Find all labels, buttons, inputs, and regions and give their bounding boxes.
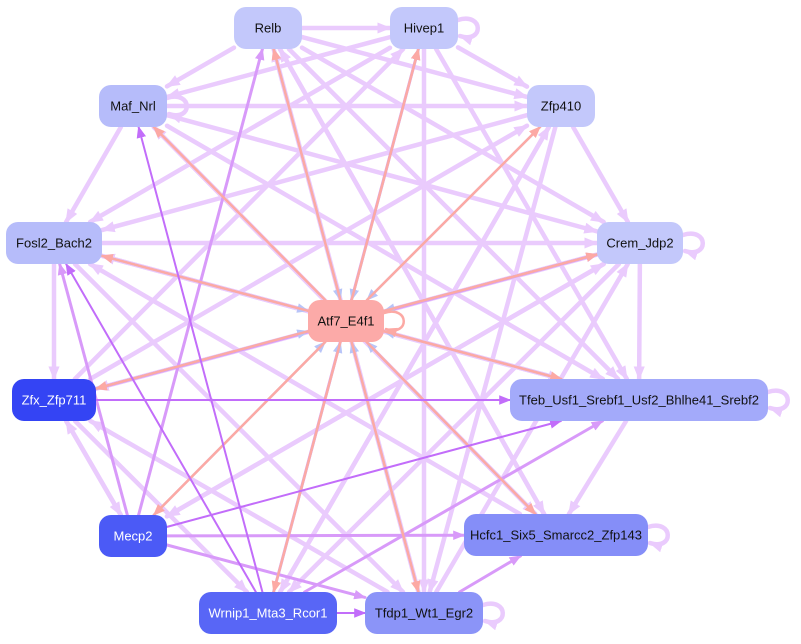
node-box[interactable] (6, 222, 102, 264)
edge-maf_nrl-to-fosl2_bach2 (63, 124, 124, 225)
node-box[interactable] (464, 514, 648, 556)
node-zfx-zfp711[interactable]: Zfx_Zfp711 (12, 379, 96, 421)
edge-atf7_e4f1-to-mecp2 (152, 340, 327, 517)
node-box[interactable] (234, 7, 302, 49)
node-mecp2[interactable]: Mecp2 (99, 515, 167, 557)
node-label: Crem_Jdp2 (606, 236, 673, 251)
node-box[interactable] (390, 7, 458, 49)
edge-zfp410-to-fosl2_bach2 (99, 112, 530, 233)
node-label: Zfx_Zfp711 (22, 393, 87, 408)
edge-atf7_e4f1-to-hcfc1 (365, 340, 537, 516)
node-atf7-e4f1[interactable]: Atf7_E4f1 (308, 300, 384, 342)
edge-crem_jdp2-to-wrnip1 (286, 261, 622, 595)
node-box[interactable] (510, 379, 768, 421)
edge-atf7_e4f1-to-fosl2_bach2 (100, 253, 310, 313)
edge-mecp2-to-crem_jdp2 (164, 261, 606, 519)
node-label: Fosl2_Bach2 (16, 236, 92, 251)
node-label: Tfdp1_Wt1_Egr2 (375, 606, 473, 621)
node-label: Maf_Nrl (110, 99, 156, 114)
node-label: Tfeb_Usf1_Srebf1_Usf2_Bhlhe41_Srebf2 (519, 393, 759, 408)
edge-atf7_e4f1-to-atf7_e4f1 (382, 310, 405, 337)
edge-atf7_e4f1-to-crem_jdp2 (382, 252, 599, 313)
node-relb[interactable]: Relb (234, 7, 302, 49)
node-box[interactable] (12, 379, 96, 421)
edge-zfx_zfp711-to-zfp410 (87, 123, 530, 382)
edge-atf7_e4f1-to-zfp410 (365, 125, 542, 302)
node-label: Hivep1 (404, 21, 444, 36)
edge-mecp2-to-tfeb (166, 419, 563, 528)
edge-hivep1-to-hivep1 (455, 16, 480, 46)
edge-wrnip1-to-tfeb (303, 419, 604, 594)
edge-mecp2-to-hcfc1 (165, 530, 466, 541)
node-wrnip1[interactable]: Wrnip1_Mta3_Rcor1 (199, 592, 337, 634)
edge-mecp2-to-tfdp1 (165, 543, 367, 600)
node-label: Hcfc1_Six5_Smarcc2_Zfp143 (470, 528, 642, 543)
node-zfp410[interactable]: Zfp410 (527, 85, 595, 127)
edge-relb-to-maf_nrl (164, 45, 237, 89)
node-fosl2-bach2[interactable]: Fosl2_Bach2 (6, 222, 102, 264)
edge-tfdp1-to-tfdp1 (480, 601, 505, 631)
edge-zfp410-to-crem_jdp2 (570, 124, 631, 225)
node-box[interactable] (527, 85, 595, 127)
edge-zfx_zfp711-to-mecp2 (63, 418, 124, 518)
node-box[interactable] (597, 222, 683, 264)
edge-atf7_e4f1-to-tfeb (382, 329, 563, 381)
node-maf-nrl[interactable]: Maf_Nrl (99, 85, 167, 127)
edge-hivep1-to-zfp410 (455, 45, 530, 89)
node-box[interactable] (308, 300, 384, 342)
node-tfeb[interactable]: Tfeb_Usf1_Srebf1_Usf2_Bhlhe41_Srebf2 (510, 379, 768, 421)
node-box[interactable] (99, 515, 167, 557)
node-box[interactable] (365, 592, 483, 634)
node-label: Relb (255, 21, 282, 36)
edge-wrnip1-to-maf_nrl (136, 125, 264, 593)
edge-tfdp1-to-hcfc1 (458, 554, 522, 594)
edge-atf7_e4f1-to-maf_nrl (152, 125, 327, 302)
edge-wrnip1-to-fosl2_bach2 (65, 262, 257, 593)
node-label: Zfp410 (541, 99, 581, 114)
edge-atf7_e4f1-to-tfdp1 (350, 340, 421, 594)
node-label: Wrnip1_Mta3_Rcor1 (209, 606, 328, 621)
edge-tfeb-to-hcfc1 (566, 418, 629, 517)
node-label: Mecp2 (113, 529, 152, 544)
edge-crem_jdp2-to-crem_jdp2 (680, 231, 705, 261)
node-label: Atf7_E4f1 (317, 314, 374, 329)
edge-atf7_e4f1-to-wrnip1 (271, 340, 342, 594)
edge-maf_nrl-to-tfeb (164, 123, 606, 382)
node-box[interactable] (99, 85, 167, 127)
node-tfdp1[interactable]: Tfdp1_Wt1_Egr2 (365, 592, 483, 634)
node-hcfc1[interactable]: Hcfc1_Six5_Smarcc2_Zfp143 (464, 514, 648, 556)
edge-hcfc1-to-hcfc1 (645, 523, 670, 553)
edge-atf7_e4f1-to-zfx_zfp711 (94, 330, 310, 391)
edge-atf7_e4f1-to-hivep1 (350, 47, 421, 302)
edge-wrnip1-to-zfp410 (277, 124, 552, 595)
edge-atf7_e4f1-to-relb (271, 47, 342, 302)
edge-hcfc1-to-fosl2_bach2 (87, 261, 523, 517)
edge-crem_jdp2-to-tfeb (633, 261, 645, 382)
node-crem-jdp2[interactable]: Crem_Jdp2 (597, 222, 683, 264)
edge-tfeb-to-tfeb (765, 388, 790, 418)
node-box[interactable] (199, 592, 337, 634)
node-hivep1[interactable]: Hivep1 (390, 7, 458, 49)
